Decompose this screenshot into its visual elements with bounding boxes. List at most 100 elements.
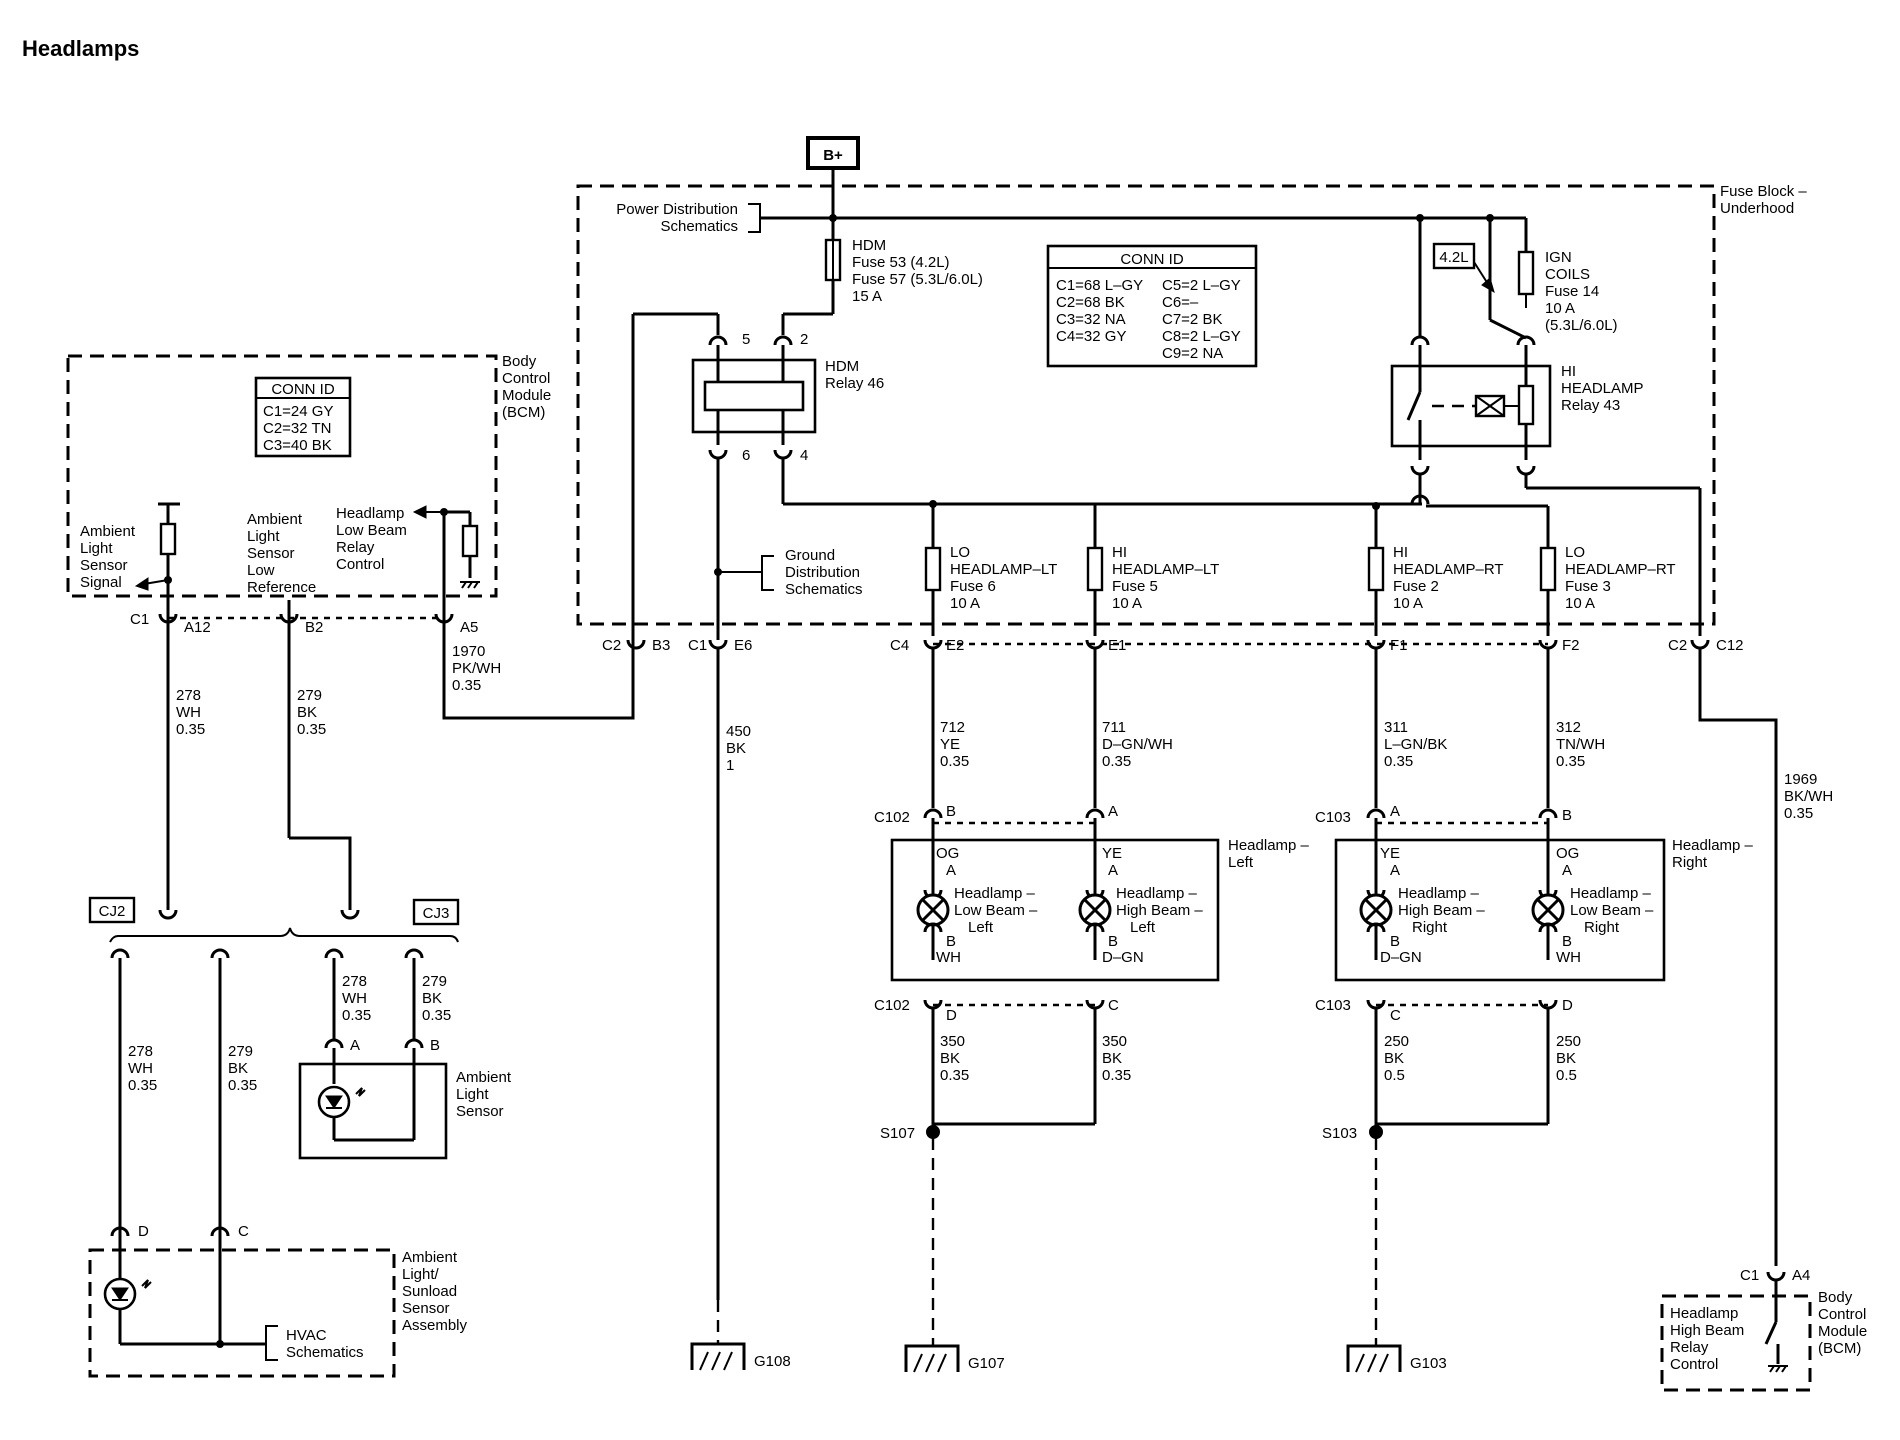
svg-text:PK/WH: PK/WH (452, 660, 501, 677)
ambient-light-sensor-low-ref-label: Ambient Light Sensor Low Reference (247, 511, 316, 596)
wire-279-cj3-label: 279 BK 0.35 (422, 973, 451, 1024)
svg-text:CONN ID: CONN ID (271, 381, 335, 398)
svg-text:Ambient: Ambient (402, 1249, 458, 1266)
c102-top-label: C102 (874, 809, 910, 826)
svg-text:Headlamp –: Headlamp – (1398, 885, 1480, 902)
svg-text:279: 279 (297, 687, 322, 704)
svg-text:TN/WH: TN/WH (1556, 736, 1605, 753)
conn-id-table-fuse-block: CONN ID C1=68 L–GY C2=68 BK C3=32 NA C4=… (1046, 244, 1258, 368)
svg-text:YE: YE (940, 736, 960, 753)
svg-text:Headlamp –: Headlamp – (1570, 885, 1652, 902)
svg-text:CONN ID: CONN ID (1120, 251, 1184, 268)
ambient-sensor-pin-a: A (350, 1037, 360, 1054)
wire-350-a-label: 350 BK 0.35 (940, 1033, 969, 1084)
svg-text:Assembly: Assembly (402, 1317, 468, 1334)
svg-text:C6=–: C6=– (1162, 294, 1199, 311)
svg-text:B3: B3 (652, 637, 670, 654)
svg-text:C2: C2 (602, 637, 621, 654)
ground-g107-icon (904, 1344, 960, 1373)
svg-text:Ground: Ground (785, 547, 835, 564)
svg-text:HI: HI (1393, 544, 1408, 561)
light-rays-icon (355, 1087, 366, 1097)
svg-text:C2=32 TN: C2=32 TN (263, 420, 332, 437)
svg-text:C: C (1390, 1007, 1401, 1024)
svg-text:Headlamp –: Headlamp – (1228, 837, 1310, 854)
svg-text:Fuse 14: Fuse 14 (1545, 283, 1599, 300)
splice-s107-label: S107 (880, 1125, 915, 1142)
svg-text:YE: YE (1102, 845, 1122, 862)
svg-text:0.35: 0.35 (342, 1007, 371, 1024)
headlamp-right-assembly (1334, 838, 1666, 982)
fuse-block-label: Fuse Block – Underhood (1720, 183, 1807, 217)
svg-text:Ambient: Ambient (80, 523, 136, 540)
conn-id-table-bcm: CONN ID C1=24 GY C2=32 TN C3=40 BK (254, 376, 352, 458)
svg-text:Low: Low (247, 562, 275, 579)
headlamp-left-assembly (890, 838, 1220, 982)
svg-text:Body: Body (502, 353, 537, 370)
svg-text:D–GN: D–GN (1102, 949, 1144, 966)
svg-text:L–GN/BK: L–GN/BK (1384, 736, 1447, 753)
wire-1970 (442, 622, 635, 720)
headlamp-high-beam-left: YE A B D–GN Headlamp – High Beam – Left (1078, 845, 1203, 966)
svg-text:C3=32 NA: C3=32 NA (1056, 311, 1126, 328)
svg-text:LO: LO (950, 544, 970, 561)
ign-coils-fuse-label: IGN COILS Fuse 14 10 A (5.3L/6.0L) (1545, 249, 1618, 334)
wire-250-b-label: 250 BK 0.5 (1556, 1033, 1581, 1084)
svg-text:B: B (946, 933, 956, 950)
svg-text:A5: A5 (460, 619, 478, 636)
hdm-relay-pin-5: 5 (742, 331, 750, 348)
svg-text:CJ3: CJ3 (423, 905, 450, 922)
cj3-connector: CJ3 (412, 898, 460, 926)
svg-text:F2: F2 (1562, 637, 1580, 654)
hvac-schematics-ref: HVAC Schematics (265, 1325, 364, 1361)
svg-text:Body: Body (1818, 1289, 1853, 1306)
svg-text:Module: Module (502, 387, 551, 404)
svg-text:WH: WH (1556, 949, 1581, 966)
sunload-pin-d: D (138, 1223, 149, 1240)
svg-text:278: 278 (128, 1043, 153, 1060)
headlamp-low-beam-left: OG A B WH Headlamp – Low Beam – Left (916, 845, 1038, 966)
headlamp-low-beam-right: OG A B WH Headlamp – Low Beam – Right (1531, 845, 1654, 966)
svg-text:Low Beam: Low Beam (336, 522, 407, 539)
svg-text:Power Distribution: Power Distribution (616, 201, 738, 218)
c103-bottom-label: C103 (1315, 997, 1351, 1014)
svg-text:Right: Right (1584, 919, 1620, 936)
svg-text:312: 312 (1556, 719, 1581, 736)
c102-bottom-label: C102 (874, 997, 910, 1014)
svg-text:(5.3L/6.0L): (5.3L/6.0L) (1545, 317, 1618, 334)
headlamp-left-label: Headlamp – Left (1228, 837, 1310, 871)
svg-text:0.35: 0.35 (1102, 753, 1131, 770)
svg-text:A: A (1562, 862, 1572, 879)
svg-text:Control: Control (1818, 1306, 1866, 1323)
svg-text:Right: Right (1412, 919, 1448, 936)
bcm-connector-labels: C1 A12 B2 A5 (130, 611, 478, 636)
svg-text:Control: Control (502, 370, 550, 387)
svg-text:Left: Left (1228, 854, 1254, 871)
svg-text:250: 250 (1556, 1033, 1581, 1050)
svg-text:0.35: 0.35 (452, 677, 481, 694)
svg-text:C1: C1 (688, 637, 707, 654)
svg-text:Control: Control (336, 556, 384, 573)
svg-text:C5=2 L–GY: C5=2 L–GY (1162, 277, 1241, 294)
svg-text:Headlamp –: Headlamp – (954, 885, 1036, 902)
svg-text:0.35: 0.35 (1784, 805, 1813, 822)
svg-text:Headlamp: Headlamp (336, 505, 404, 522)
svg-text:1970: 1970 (452, 643, 485, 660)
svg-text:A: A (1390, 803, 1400, 820)
svg-text:D–GN: D–GN (1380, 949, 1422, 966)
svg-text:E1: E1 (1108, 637, 1126, 654)
ground-g103-icon (1346, 1344, 1402, 1373)
svg-text:Reference: Reference (247, 579, 316, 596)
svg-text:C2=68 BK: C2=68 BK (1056, 294, 1125, 311)
svg-text:Fuse 5: Fuse 5 (1112, 578, 1158, 595)
svg-text:C: C (1108, 997, 1119, 1014)
sunload-light-rays-icon (141, 1279, 152, 1289)
wire-279-label: 279 BK 0.35 (297, 687, 326, 738)
svg-text:0.35: 0.35 (422, 1007, 451, 1024)
svg-text:A: A (1108, 803, 1118, 820)
svg-text:Control: Control (1670, 1356, 1718, 1373)
ground-g108-label: G108 (754, 1353, 791, 1370)
relay-resistor (1517, 384, 1535, 426)
svg-text:B2: B2 (305, 619, 323, 636)
svg-text:BK: BK (228, 1060, 248, 1077)
